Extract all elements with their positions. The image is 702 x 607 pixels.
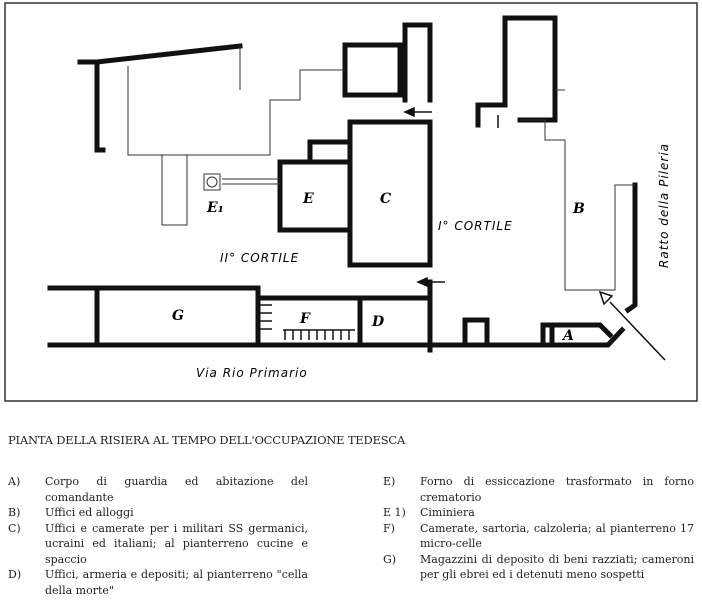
legend-key: F) (383, 521, 395, 535)
legend-item: A) Corpo di guardia ed abitazione del com… (8, 474, 308, 505)
courtyard-1-label: I° CORTILE (438, 219, 513, 233)
legend-key: D) (8, 568, 22, 581)
label-a: A (561, 328, 574, 344)
legend-key: E) (383, 475, 396, 488)
legend-right: E) Forno di essiccazione trasformato in f… (383, 474, 694, 583)
legend-item: E) Forno di essiccazione trasformato in f… (383, 474, 694, 505)
legend-key: B) (8, 506, 21, 519)
thin-lines (127, 46, 635, 291)
legend-key: G) (383, 552, 397, 566)
legend-left: A) Corpo di guardia ed abitazione del com… (8, 474, 308, 598)
caption: PIANTA DELLA RISIERA AL TEMPO DELL'OCCUP… (8, 433, 406, 447)
legend-text: Uffici e camerate per i militari SS germ… (45, 521, 308, 566)
legend-text: Ciminiera (420, 506, 475, 519)
legend-key: C) (8, 521, 21, 535)
floor-plan: B C E E₁ G F D A I° CORTILE II° CORTILE … (4, 2, 698, 402)
legend-item: E 1) Ciminiera (383, 505, 694, 521)
legend-item: D) Uffici, armeria e depositi; al pianter… (8, 567, 308, 598)
legend-text: Forno di essiccazione trasformato in for… (420, 475, 694, 504)
legend-text: Corpo di guardia ed abitazione del coman… (45, 475, 308, 504)
legend-key: E 1) (383, 506, 406, 519)
legend-item: B) Uffici ed alloggi (8, 505, 308, 521)
walls (47, 15, 638, 353)
legend-text: Uffici ed alloggi (45, 506, 134, 519)
legend-text: Magazzini di deposito di beni razziati; … (420, 552, 694, 582)
arrows (403, 106, 666, 361)
label-d: D (371, 314, 385, 330)
courtyard-2-label: II° CORTILE (220, 251, 299, 265)
label-e1: E₁ (206, 200, 224, 216)
legend-text: Camerate, sartoria, calzoleria; al piant… (420, 521, 694, 551)
legend-item: C) Uffici e camerate per i militari SS ge… (8, 521, 308, 568)
legend-item: G) Magazzini di deposito di beni razziati… (383, 552, 694, 583)
plan-frame (4, 2, 698, 402)
street-bottom-label: Via Rio Primario (196, 366, 308, 380)
label-c: C (380, 191, 391, 207)
street-right-label: Ratto della Pileria (657, 143, 671, 268)
micro-cells (260, 304, 355, 340)
room-labels: B C E E₁ G F D A I° CORTILE II° CORTILE … (172, 143, 671, 380)
label-b: B (572, 201, 585, 217)
legend-key: A) (8, 475, 21, 488)
label-e: E (302, 191, 314, 207)
label-g: G (172, 308, 184, 324)
legend-item: F) Camerate, sartoria, calzoleria; al pia… (383, 521, 694, 552)
legend-text: Uffici, armeria e depositi; al pianterre… (45, 568, 308, 597)
label-f: F (299, 311, 311, 327)
